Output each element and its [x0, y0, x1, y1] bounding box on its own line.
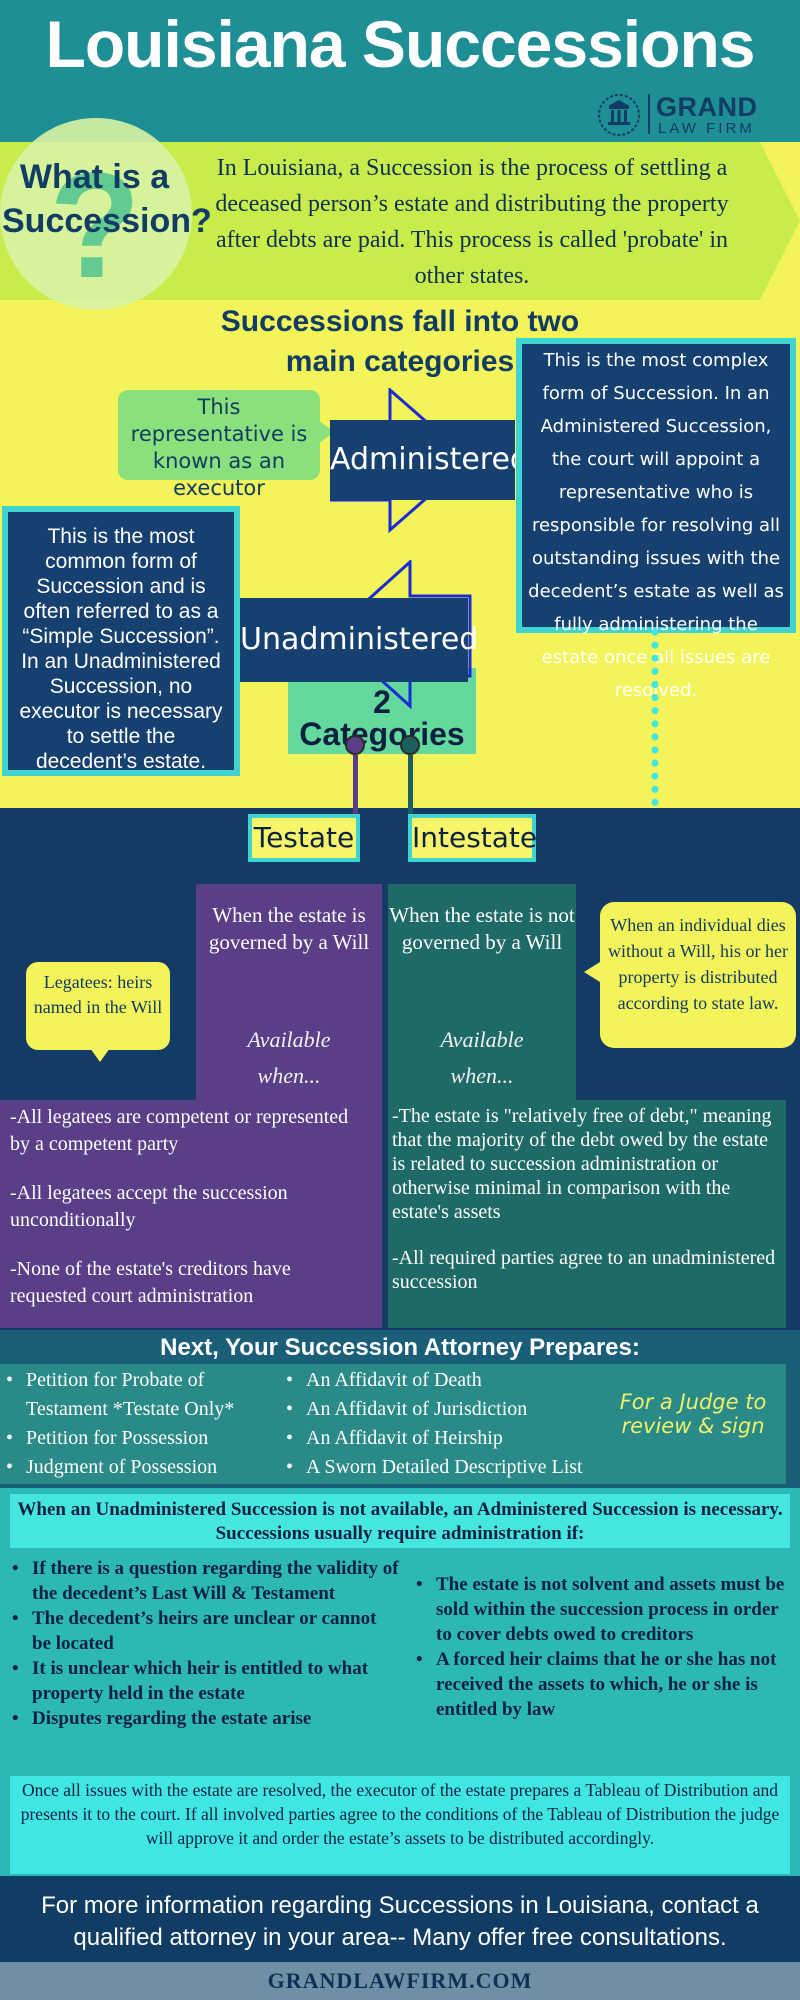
- testate-available-line2: when...: [257, 1063, 321, 1088]
- page-title: Louisiana Successions: [45, 7, 756, 81]
- intestate-dot: [400, 735, 420, 755]
- unadministered-description: This is the most common form of Successi…: [2, 506, 240, 776]
- administered-description: This is the most complex form of Success…: [516, 338, 796, 701]
- administration-list-b: The estate is not solvent and assets mus…: [414, 1572, 798, 1722]
- testate-dot: [345, 735, 365, 755]
- what-is-text: In Louisiana, a Succession is the proces…: [215, 155, 729, 289]
- categories-title: Successions fall into two main categorie…: [220, 305, 580, 378]
- prepares-item: A Sworn Detailed Descriptive List: [306, 1453, 626, 1482]
- prepares-item: An Affidavit of Jurisdiction: [306, 1395, 626, 1424]
- legatees-bubble-tail: [90, 1048, 110, 1062]
- administration-item: It is unclear which heir is entitled to …: [10, 1656, 400, 1706]
- intestate-available-line1: Available: [440, 1027, 524, 1052]
- testate-condition: -All legatees are competent or represent…: [10, 1106, 349, 1155]
- judge-note: For a Judge to review & sign: [619, 1390, 767, 1438]
- prepares-item: An Affidavit of Death: [306, 1366, 626, 1395]
- administration-item: The estate is not solvent and assets mus…: [414, 1572, 798, 1647]
- intestate-condition: -All required parties agree to an unadmi…: [392, 1247, 776, 1293]
- intestate-condition: -The estate is "relatively free of debt,…: [392, 1105, 772, 1223]
- administration-head: When an Unadministered Succession is not…: [10, 1494, 790, 1548]
- firm-logo[interactable]: GRAND LAW FIRM: [584, 90, 794, 140]
- intestate-head: When the estate is not governed by a Wil…: [389, 903, 575, 954]
- prepares-item: Judgment of Possession: [26, 1453, 286, 1482]
- intestate-label: Intestate: [408, 814, 537, 862]
- administration-item: The decedent’s heirs are unclear or cann…: [10, 1606, 400, 1656]
- prepares-list-b: An Affidavit of Death An Affidavit of Ju…: [306, 1366, 626, 1482]
- intestate-available-line2: when...: [450, 1063, 514, 1088]
- what-is-title: What is a Succession?: [2, 158, 212, 240]
- testate-column: When the estate is governed by a Will Av…: [196, 884, 382, 1102]
- testate-label: Testate: [248, 814, 360, 862]
- intestate-bubble: When an individual dies without a Will, …: [600, 902, 796, 1048]
- administration-item: A forced heir claims that he or she has …: [414, 1647, 798, 1722]
- testate-conditions: -All legatees are competent or represent…: [0, 1100, 382, 1328]
- prepares-list-a: Petition for Probate of Testament *Testa…: [6, 1366, 286, 1482]
- administration-list-a: If there is a question regarding the val…: [10, 1556, 400, 1731]
- testate-connector: [353, 755, 358, 815]
- header-banner: [0, 0, 800, 142]
- tableau-note: Once all issues with the estate are reso…: [10, 1776, 790, 1874]
- testate-condition: -None of the estate's creditors have req…: [10, 1258, 291, 1307]
- footer-text: For more information regarding Successio…: [0, 1876, 800, 1962]
- question-mark-icon: ?: [49, 141, 141, 309]
- pillar-emblem-icon: [598, 94, 640, 136]
- intestate-connector: [408, 755, 413, 815]
- intestate-column: When the estate is not governed by a Wil…: [388, 884, 576, 1102]
- logo-subtitle: LAW FIRM: [658, 120, 755, 137]
- testate-available-line1: Available: [247, 1027, 331, 1052]
- prepares-title: Next, Your Succession Attorney Prepares:: [160, 1334, 640, 1361]
- testate-available: Available when...: [196, 1022, 382, 1094]
- two-categories-number: 2: [373, 684, 391, 720]
- legatees-bubble: Legatees: heirs named in the Will: [26, 962, 170, 1050]
- administration-item: If there is a question regarding the val…: [10, 1556, 400, 1606]
- intestate-conditions: -The estate is "relatively free of debt,…: [388, 1100, 786, 1328]
- logo-divider: [648, 94, 650, 134]
- unadministered-label: Unadministered: [240, 598, 478, 682]
- footer-url-link[interactable]: GRANDLAWFIRM.COM: [0, 1962, 800, 2000]
- logo-wordmark: GRAND: [656, 92, 758, 122]
- prepares-item: Petition for Possession: [26, 1424, 286, 1453]
- prepares-item: Petition for Probate of Testament *Testa…: [6, 1366, 286, 1424]
- intestate-available: Available when...: [388, 1022, 576, 1094]
- question-circle: [0, 118, 192, 310]
- testate-condition: -All legatees accept the succession unco…: [10, 1182, 288, 1231]
- administered-label: Administered: [330, 420, 529, 500]
- intestate-bubble-tail: [584, 962, 600, 982]
- executor-bubble: This representative is known as an execu…: [118, 390, 320, 500]
- two-categories-box: 2 Categories: [288, 668, 476, 754]
- prepares-item: An Affidavit of Heirship: [306, 1424, 626, 1453]
- two-categories-label: Categories: [299, 716, 465, 752]
- administration-item: Disputes regarding the estate arise: [10, 1706, 400, 1731]
- testate-head: When the estate is governed by a Will: [208, 903, 370, 954]
- what-is-arrow-banner: [0, 142, 800, 300]
